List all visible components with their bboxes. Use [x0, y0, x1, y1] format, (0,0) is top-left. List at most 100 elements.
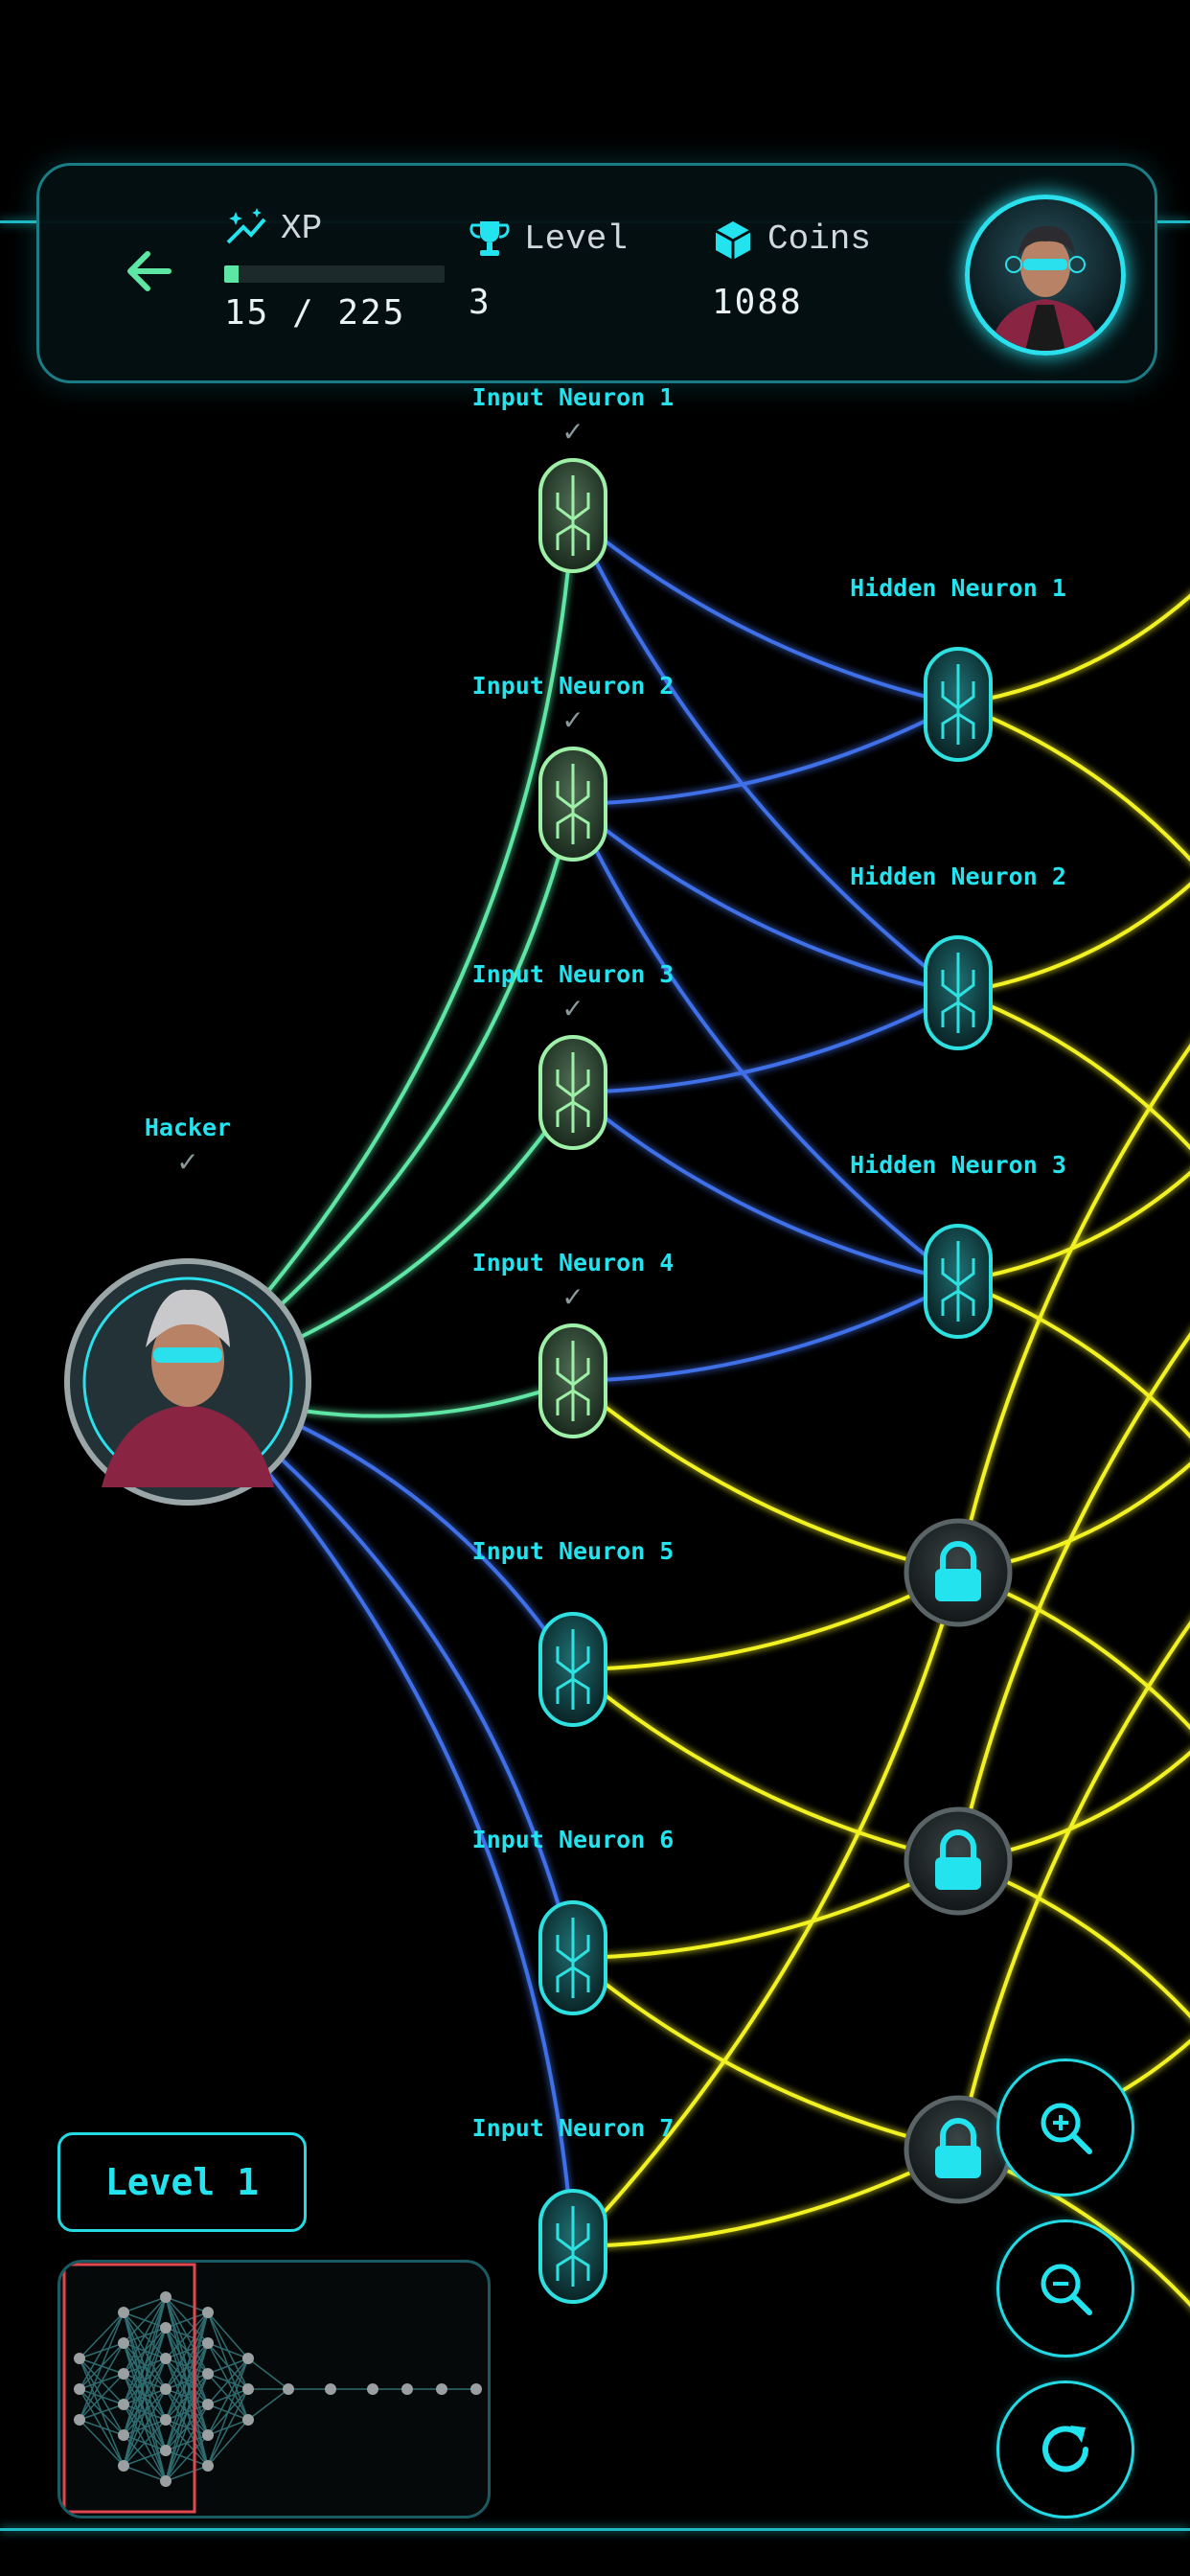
connection-link: [571, 515, 960, 995]
zoom-in-icon: [1041, 2103, 1092, 2154]
input-neuron-node[interactable]: [538, 1612, 607, 1727]
connection-link: [957, 1170, 1190, 1283]
minimap[interactable]: [57, 2260, 491, 2518]
minimap-link: [79, 2404, 125, 2421]
minimap-link: [123, 2296, 167, 2467]
check-icon: ✓: [176, 1146, 199, 1178]
connection-link: [571, 1668, 959, 1863]
input-neuron-node[interactable]: [538, 1035, 607, 1150]
connection-link: [572, 702, 959, 806]
zoom-out-icon: [1041, 2264, 1092, 2315]
input-neuron-label: Input Neuron 5: [471, 1537, 675, 1565]
locked-neuron-node[interactable]: [904, 1806, 1013, 1916]
hud-header: XP 15 / 225 Level 3 Coins 1088: [36, 163, 1157, 383]
minimap-node: [202, 2368, 214, 2380]
minimap-link: [123, 2296, 167, 2344]
minimap-link: [79, 2419, 125, 2467]
connection-link: [957, 991, 1190, 1151]
connection-link: [571, 802, 959, 995]
minimap-link: [123, 2296, 167, 2436]
minimap-link: [165, 2312, 209, 2451]
circuit-icon: [556, 1918, 590, 1998]
input-neuron-label: Input Neuron 3: [471, 960, 675, 988]
locked-neuron-node[interactable]: [904, 2095, 1013, 2204]
connection-link: [956, 1331, 1190, 1862]
minimap-link: [247, 2358, 289, 2390]
minimap-link: [165, 2312, 209, 2482]
input-neuron-node[interactable]: [538, 2189, 607, 2304]
minimap-link: [207, 2312, 249, 2359]
minimap-node: [74, 2383, 85, 2395]
minimap-node: [160, 2475, 172, 2487]
minimap-node: [74, 2353, 85, 2364]
xp-value: 15 / 225: [224, 293, 406, 333]
minimap-link: [123, 2450, 167, 2467]
hidden-neuron-label: Hidden Neuron 3: [850, 1151, 1066, 1179]
minimap-node: [160, 2383, 172, 2395]
profile-avatar[interactable]: [965, 195, 1126, 356]
lock-icon: [940, 1541, 976, 1571]
connection-link: [957, 593, 1190, 706]
zoom-out-button[interactable]: [996, 2220, 1134, 2358]
minimap-node: [74, 2414, 85, 2426]
hidden-neuron-label: Hidden Neuron 1: [850, 574, 1066, 602]
minimap-viewport[interactable]: [62, 2263, 196, 2514]
coins-label: Coins: [767, 219, 872, 259]
minimap-node: [160, 2291, 172, 2303]
connection-link: [957, 882, 1190, 995]
minimap-link: [207, 2388, 249, 2467]
minimap-node: [202, 2307, 214, 2318]
hacker-node[interactable]: [64, 1258, 311, 1506]
lock-icon: [940, 2118, 976, 2148]
coins-value: 1088: [712, 283, 803, 322]
level-label: Level: [524, 219, 629, 259]
minimap-link: [165, 2342, 209, 2482]
input-neuron-node[interactable]: [538, 458, 607, 573]
minimap-link: [165, 2312, 209, 2329]
level-value: 3: [469, 283, 492, 322]
back-button[interactable]: [116, 242, 183, 310]
minimap-link: [207, 2358, 249, 2375]
input-neuron-label: Input Neuron 4: [471, 1249, 675, 1276]
minimap-node: [325, 2383, 336, 2395]
connection-link: [572, 1571, 959, 1671]
minimap-node: [202, 2399, 214, 2410]
locked-neuron-node[interactable]: [904, 1518, 1013, 1627]
hacker-label: Hacker: [144, 1114, 232, 1141]
circuit-icon: [556, 475, 590, 556]
zoom-in-button[interactable]: [996, 2058, 1134, 2196]
connection-link: [571, 803, 960, 1283]
coin-box-icon: [715, 221, 751, 260]
arrow-left-icon: [127, 251, 172, 291]
minimap-link: [123, 2358, 167, 2467]
hidden-neuron-node[interactable]: [924, 935, 993, 1050]
reset-view-button[interactable]: [996, 2380, 1134, 2518]
minimap-link: [123, 2388, 167, 2467]
xp-progress-bar: [224, 265, 445, 283]
minimap-link: [79, 2419, 125, 2436]
minimap-node: [242, 2414, 254, 2426]
input-neuron-node[interactable]: [538, 1900, 607, 2015]
circuit-icon: [556, 2206, 590, 2287]
connection-link: [571, 1572, 960, 2248]
minimap-node: [118, 2307, 129, 2318]
input-neuron-node[interactable]: [538, 747, 607, 862]
input-neuron-node[interactable]: [538, 1323, 607, 1438]
circuit-icon: [556, 1341, 590, 1421]
minimap-link: [123, 2296, 167, 2375]
minimap-node: [118, 2368, 129, 2380]
level-select-button[interactable]: Level 1: [57, 2132, 307, 2232]
minimap-link: [165, 2465, 209, 2482]
circuit-icon: [941, 664, 975, 745]
input-neuron-label: Input Neuron 6: [471, 1826, 675, 1853]
connection-link: [186, 1380, 575, 2247]
trophy-icon: [469, 221, 510, 256]
minimap-link: [79, 2312, 125, 2421]
connection-link: [571, 1379, 959, 1575]
minimap-link: [165, 2404, 209, 2482]
minimap-node: [160, 2414, 172, 2426]
minimap-link: [123, 2419, 167, 2467]
hidden-neuron-node[interactable]: [924, 647, 993, 762]
hidden-neuron-node[interactable]: [924, 1224, 993, 1339]
